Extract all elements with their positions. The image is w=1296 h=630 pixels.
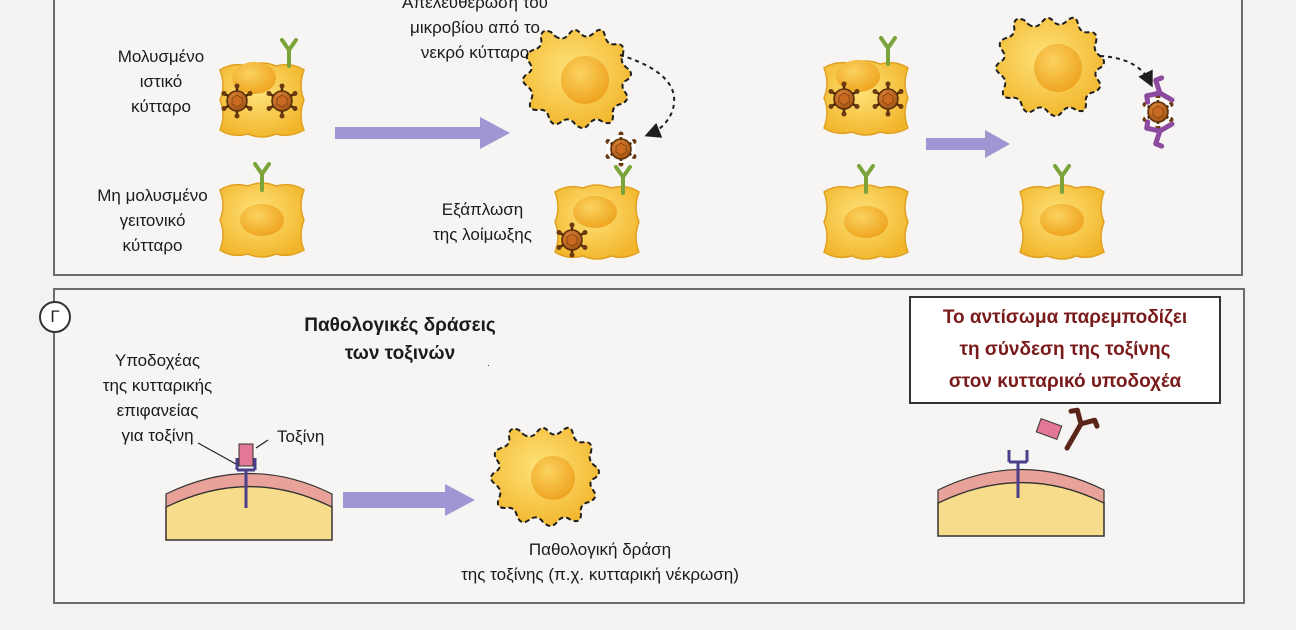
dying-cell (995, 16, 1105, 117)
infection-spread-label: Εξάπλωση της λοίμωξης (433, 200, 532, 244)
receptor-label: Υποδοχέας της κυτταρικής επιφανείας για … (102, 351, 213, 445)
necrotic-cell (490, 426, 600, 527)
antibody-bound-toxin-icon (1064, 407, 1100, 451)
toxin-receptor-icon (1007, 450, 1029, 498)
toxin-icon (238, 443, 254, 467)
process-arrow (926, 130, 1010, 158)
infected-cell (219, 62, 305, 138)
neutralized-microbe-icon (1141, 93, 1175, 131)
toxin-icon (1035, 418, 1063, 440)
section-title: Παθολογικές δράσεις των τοξινών (304, 315, 496, 364)
process-arrow (343, 484, 475, 516)
uninfected-cell (823, 184, 909, 260)
dying-cell (522, 28, 632, 129)
released-microbe-icon (604, 130, 638, 168)
green-receptor-icon (879, 36, 897, 66)
microbe-release-label: Απελευθέρωση του μικροβίου από το νεκρό … (402, 0, 548, 62)
cell-membrane-left (165, 472, 333, 541)
protected-cell (1019, 184, 1105, 260)
newly-infected-cell (554, 184, 640, 260)
svg-text:.: . (487, 358, 490, 369)
process-arrow (335, 117, 510, 149)
toxin-receptor-icon (235, 458, 257, 508)
green-receptor-icon (280, 38, 298, 68)
release-path-arrow (619, 54, 676, 138)
uninfected-cell (219, 182, 305, 258)
cell-membrane-right (937, 468, 1105, 537)
infected-cell-label: Μολυσμένο ιστικό κύτταρο (117, 47, 205, 116)
infected-cell (823, 60, 909, 136)
release-path-arrow (1099, 55, 1153, 88)
toxin-effect-label: Παθολογική δράση της τοξίνης (π.χ. κυττα… (461, 540, 739, 584)
panel-letter: Γ (39, 301, 71, 333)
antibody-blocking-callout: Το αντίσωμα παρεμποδίζει τη σύνδεση της … (909, 296, 1221, 404)
toxin-label: Τοξίνη (277, 427, 325, 446)
uninfected-cell-label: Μη μολυσμένο γειτονικό κύτταρο (97, 186, 208, 255)
